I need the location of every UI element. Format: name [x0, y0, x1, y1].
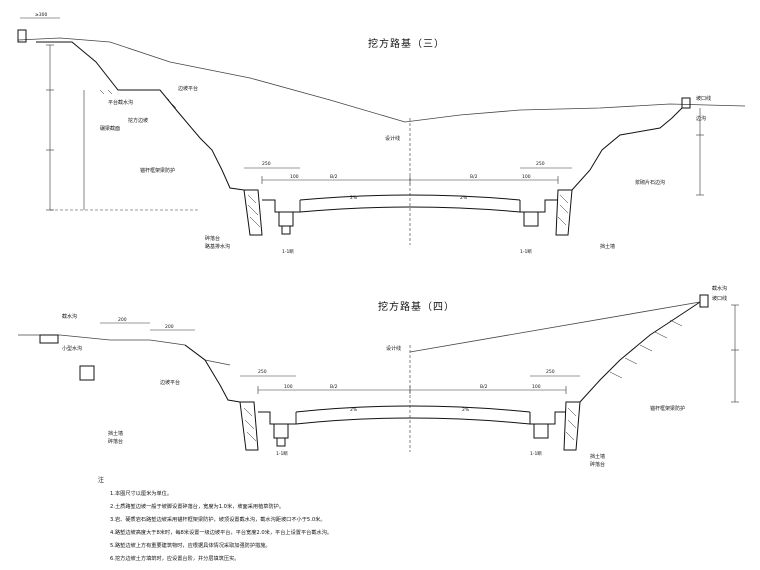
- section-3-label-7: 锚杆框架梁防护: [140, 167, 175, 174]
- note-3: 3.岩、硬质岩石路堑边坡采用锚杆框架梁防护，坡顶设置截水沟，截水沟距坡口不小于5…: [110, 515, 326, 523]
- section-3-right-label-2: 浆砌片石边沟: [635, 179, 665, 186]
- section-3-top-ditch-right: [681, 97, 691, 109]
- section-4-left-wall: [239, 401, 259, 451]
- section-3-ground-line: [17, 37, 746, 123]
- section-4-roadbed-bottom: [295, 417, 531, 425]
- section-3-dim-250-left: 250: [262, 161, 271, 167]
- section-3-right-label-1: 坡口线: [696, 95, 711, 102]
- section-3: 挖方路基（三） ≥300 平台截水沟 边坡平台 碾梁截面 挖方边坡 锚杆框架梁防…: [17, 12, 746, 255]
- section-4-roadbed-top: [295, 405, 531, 413]
- section-4-dim-250-left: 250: [258, 369, 267, 375]
- section-4-dim-half-left: B/2: [330, 384, 338, 390]
- section-3-dim-half-left: B/2: [330, 174, 338, 180]
- section-3-label-0: 平台截水沟: [108, 99, 133, 106]
- section-4-right-label-0: 截水沟: [712, 285, 727, 292]
- section-4-right-label-2: 锚杆框架梁防护: [650, 405, 685, 412]
- section-3-right-label-0: 边沟: [696, 115, 706, 122]
- section-4-right-ditch: [529, 411, 566, 425]
- section-4-left-wall-top: [79, 365, 95, 381]
- section-3-right-wall: [555, 189, 573, 236]
- section-4-right-slope: [579, 301, 701, 403]
- section-4-right-wall: [563, 401, 581, 451]
- section-3-dim-slope-right: 2%: [460, 195, 468, 201]
- section-3-right-slope: [571, 107, 683, 191]
- section-4-bottom-left: 1-1断: [276, 450, 288, 457]
- section-4-left-label-3: 挡土墙: [108, 430, 123, 437]
- section-4-top-ditch-right: [699, 294, 709, 308]
- notes: 注 1.本图尺寸以厘米为单位。 2.土质路堑边坡一般于坡脚设置碎落台，宽度为1.…: [98, 476, 332, 562]
- section-3-dim-100-left: 100: [290, 174, 299, 180]
- section-4-dim-200-b: 200: [165, 324, 174, 330]
- section-3-bottom-right: 1-1断: [520, 248, 532, 255]
- section-4-small-ditch: [39, 334, 59, 344]
- section-3-dim-100-right: 100: [522, 174, 531, 180]
- section-4-dim-250-right: 250: [546, 369, 555, 375]
- section-4-right-label-3: 挡土墙: [590, 453, 605, 460]
- section-3-label-8: 碎落台: [205, 235, 220, 242]
- note-4: 4.路堑边坡高度大于8米时，每8米设置一级边坡平台，平台宽度2.0米，平台上设置…: [110, 528, 332, 536]
- section-4-left-ground: [18, 334, 231, 366]
- section-3-title: 挖方路基（三）: [368, 37, 445, 50]
- section-3-left-drain: [278, 211, 294, 227]
- section-4-right-label-1: 坡口线: [712, 295, 727, 302]
- section-3-dim-slope-left: 2%: [350, 195, 358, 201]
- section-4-dim-slope-left: 2%: [350, 407, 358, 413]
- section-4-left-label-2: 边坡平台: [160, 379, 180, 386]
- section-3-left-ditch: [262, 199, 301, 213]
- section-4-left-label-4: 碎落台: [108, 438, 123, 445]
- section-3-dim-250-right: 250: [536, 161, 545, 167]
- section-4-dim-100-right: 100: [532, 384, 541, 390]
- note-1: 1.本图尺寸以厘米为单位。: [110, 489, 172, 497]
- note-5: 5.路堑边坡上方有重要建筑物时，应根据具体情况采取加强防护措施。: [110, 541, 271, 549]
- section-3-left-wall: [243, 189, 263, 236]
- section-3-right-ditch: [519, 199, 558, 213]
- section-4-left-ditch: [258, 411, 297, 425]
- section-3-bottom-left: 1-1断: [282, 248, 294, 255]
- section-4-left-label-0: 截水沟: [62, 313, 77, 320]
- section-4-bottom-right: 1-1断: [530, 450, 542, 457]
- section-4-right-drain: [533, 423, 549, 439]
- section-4-dim-100-left: 100: [284, 384, 293, 390]
- section-3-label-3: 挖方边坡: [128, 117, 148, 124]
- section-3-label-1: 边坡平台: [178, 85, 198, 92]
- section-3-left-slope: [36, 41, 245, 191]
- section-3-label-2: 碾梁截面: [100, 125, 120, 132]
- notes-heading: 注: [98, 476, 104, 484]
- section-3-right-label-4: 挡土墙: [600, 243, 615, 250]
- section-3-top-ditch-left: [17, 29, 27, 43]
- section-4-dim-half-right: B/2: [480, 384, 488, 390]
- section-4-dim-200-a: 200: [118, 317, 127, 323]
- section-3-right-drain: [523, 211, 539, 227]
- section-3-center-label: 设计线: [385, 135, 400, 142]
- section-4-left-label-1: 小型水沟: [62, 345, 82, 352]
- note-6: 6.挖方边坡土方填筑时，应设置台阶，并分层填筑压实。: [110, 554, 239, 562]
- section-4-left-slope: [184, 344, 241, 403]
- section-4-dim-slope-right: 2%: [462, 407, 470, 413]
- section-4-center-label: 设计线: [386, 345, 401, 352]
- section-4-title: 挖方路基（四）: [378, 300, 455, 313]
- section-3-dim-half-right: B/2: [470, 174, 478, 180]
- section-4: 挖方路基（四） 200 200 截水沟 小型水沟 边坡平台 挡土墙 碎落台: [18, 285, 739, 468]
- section-4-right-label-4: 碎落台: [590, 461, 605, 468]
- section-3-dim-top: ≥300: [35, 12, 47, 18]
- section-3-roadbed-bottom: [299, 206, 521, 213]
- section-3-label-9: 路基排水沟: [205, 243, 230, 250]
- note-2: 2.土质路堑边坡一般于坡脚设置碎落台，宽度为1.0米，坡面采用植草防护。: [110, 502, 284, 510]
- section-4-left-drain: [273, 423, 289, 439]
